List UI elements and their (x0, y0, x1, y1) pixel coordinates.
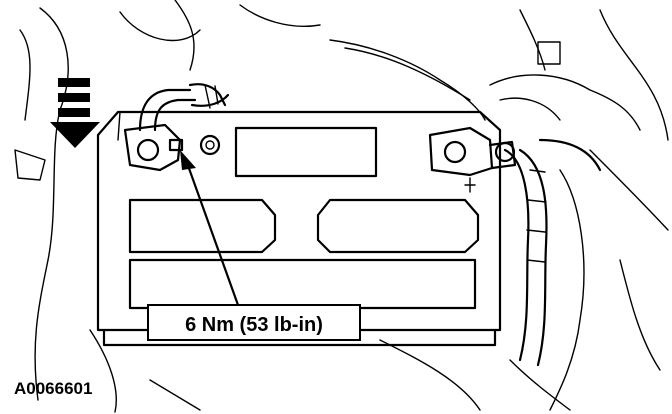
positive-terminal (428, 126, 517, 193)
engine-bay-background (14, 0, 669, 413)
figure-id-label: A0066601 (14, 379, 92, 398)
positive-cable-bundle (503, 138, 602, 367)
negative-terminal (123, 83, 230, 172)
callout-leader (180, 150, 240, 307)
torque-callout: 6 Nm (53 lb-in) (147, 304, 361, 341)
torque-spec-label: 6 Nm (53 lb-in) (185, 314, 323, 336)
front-direction-arrow (50, 78, 100, 148)
